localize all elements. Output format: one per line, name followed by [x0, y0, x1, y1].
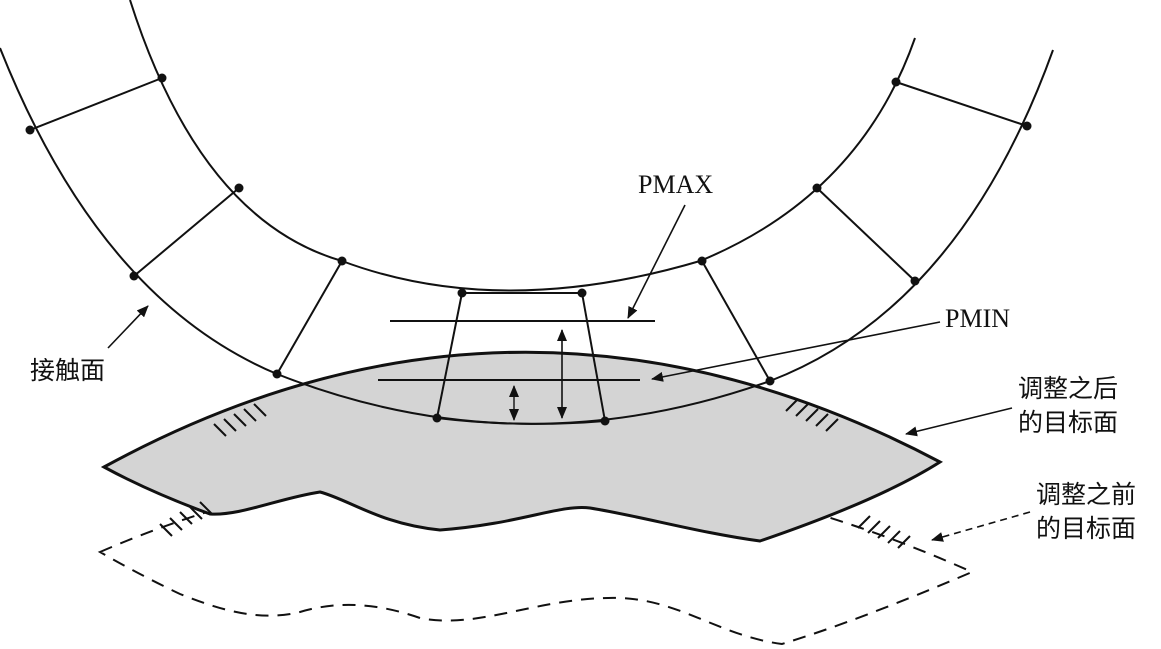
- contact-surface-leader-arrow: [107, 305, 149, 349]
- target-surface-after: [100, 350, 943, 543]
- target-before-leader-arrow: [931, 511, 1031, 542]
- contact-surface-label: 接触面: [30, 356, 106, 385]
- target-after-label: 调整之后 的目标面: [1018, 372, 1118, 440]
- target-before-label-line2: 的目标面: [1036, 514, 1137, 543]
- pmin-label: PMIN: [945, 304, 1011, 333]
- contact-ring-element-lines: [29, 77, 1028, 425]
- pmax-label: PMAX: [638, 170, 714, 199]
- target-before-label: 调整之前 的目标面: [1036, 478, 1136, 546]
- target-after-leader-arrow: [905, 407, 1013, 437]
- contact-ring-nodes: [25, 73, 1032, 426]
- surface-hatch-marks: [159, 398, 911, 549]
- target-after-label-line1: 调整之后: [1018, 374, 1119, 403]
- pmin-leader-arrow: [651, 321, 941, 382]
- contact-ring-inner-arc: [129, 0, 916, 292]
- target-before-label-line1: 调整之前: [1036, 480, 1137, 509]
- pmax-leader-arrow: [627, 204, 686, 319]
- target-after-label-line2: 的目标面: [1018, 408, 1119, 437]
